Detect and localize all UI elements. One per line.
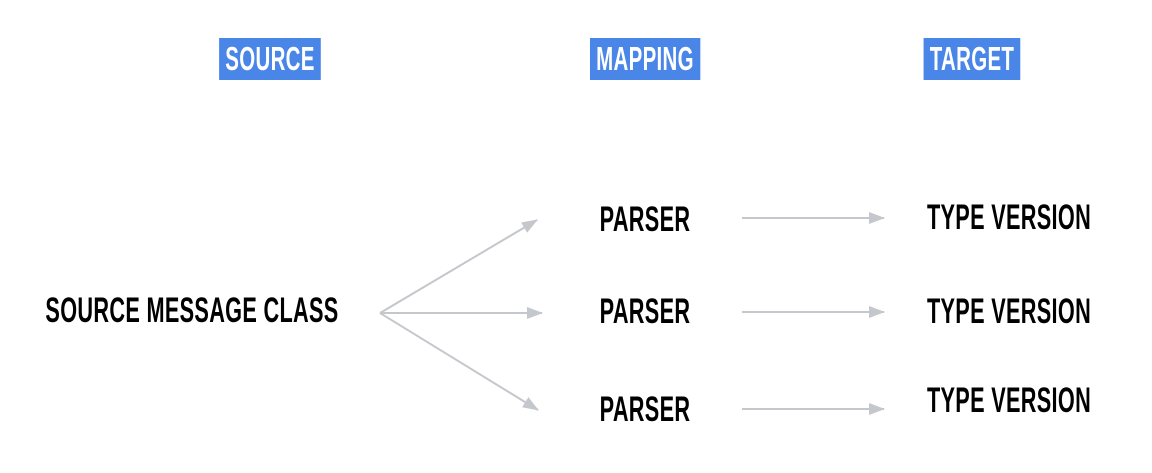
source-message-class-label: SOURCE MESSAGE CLASS [45,291,339,330]
column-header-source: SOURCE [188,38,352,80]
type-version-node-1-label: TYPE VERSION [926,198,1092,237]
parser-node-3-label: PARSER [599,390,691,429]
column-header-mapping: MAPPING [556,38,734,80]
type-version-node-3: TYPE VERSION [877,383,1142,419]
type-version-node-3-label: TYPE VERSION [926,381,1092,420]
parser-node-2: PARSER [572,294,718,330]
type-version-node-2: TYPE VERSION [877,294,1142,330]
column-header-mapping-label: MAPPING [589,38,701,80]
type-version-node-1: TYPE VERSION [877,200,1142,236]
fanout-arrow-top [379,219,538,314]
parser-node-3: PARSER [572,392,718,428]
column-header-target: TARGET [894,38,1050,80]
parser-node-2-label: PARSER [599,292,691,331]
column-header-source-label: SOURCE [219,38,321,80]
parser-node-1: PARSER [572,202,718,238]
column-header-target-label: TARGET [923,38,1021,80]
fanout-arrow-bottom [379,312,539,411]
type-version-node-2-label: TYPE VERSION [926,292,1092,331]
source-message-class-node: SOURCE MESSAGE CLASS [0,293,428,329]
parser-node-1-label: PARSER [599,200,691,239]
